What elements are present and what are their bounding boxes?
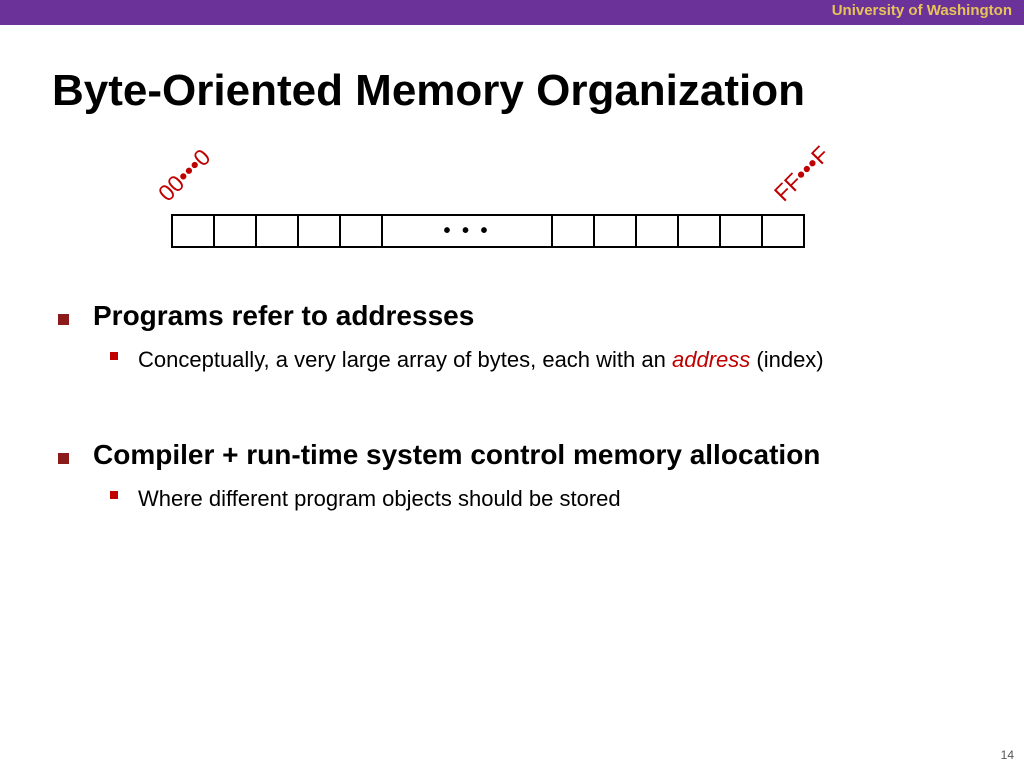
memory-cell <box>679 216 721 246</box>
memory-cell <box>341 216 383 246</box>
page-number: 14 <box>1000 748 1014 762</box>
sub-bullet-where-stored: Where different program objects should b… <box>138 486 621 511</box>
memory-cell <box>763 216 803 246</box>
sub-bullet-conceptually: Conceptually, a very large array of byte… <box>138 347 824 373</box>
memory-cell <box>173 216 215 246</box>
sub-bullet-text: Conceptually, a very large array of byte… <box>138 347 672 372</box>
memory-cell <box>257 216 299 246</box>
bullet-marker <box>58 314 69 325</box>
bullet-programs-refer: Programs refer to addresses <box>93 300 475 331</box>
memory-cell <box>553 216 595 246</box>
end-address-label: FF•••F <box>768 141 835 207</box>
sub-bullet-marker <box>110 352 118 360</box>
bullet-marker <box>58 453 69 464</box>
memory-cell <box>215 216 257 246</box>
sub-bullet-index: (index) <box>750 347 824 372</box>
memory-cell <box>637 216 679 246</box>
header-bar: University of Washington <box>0 0 1024 25</box>
address-emphasis: address <box>671 347 751 372</box>
memory-cell <box>595 216 637 246</box>
memory-cell <box>721 216 763 246</box>
start-address-label: 00•••0 <box>152 143 216 207</box>
memory-ellipsis: • • • <box>383 216 553 246</box>
university-name: University of Washington <box>831 2 1012 19</box>
memory-array: • • • <box>171 214 805 248</box>
slide-title: Byte-Oriented Memory Organization <box>52 66 806 115</box>
memory-cell <box>299 216 341 246</box>
bullet-compiler-runtime: Compiler + run-time system control memor… <box>93 439 821 470</box>
sub-bullet-marker <box>110 491 118 499</box>
